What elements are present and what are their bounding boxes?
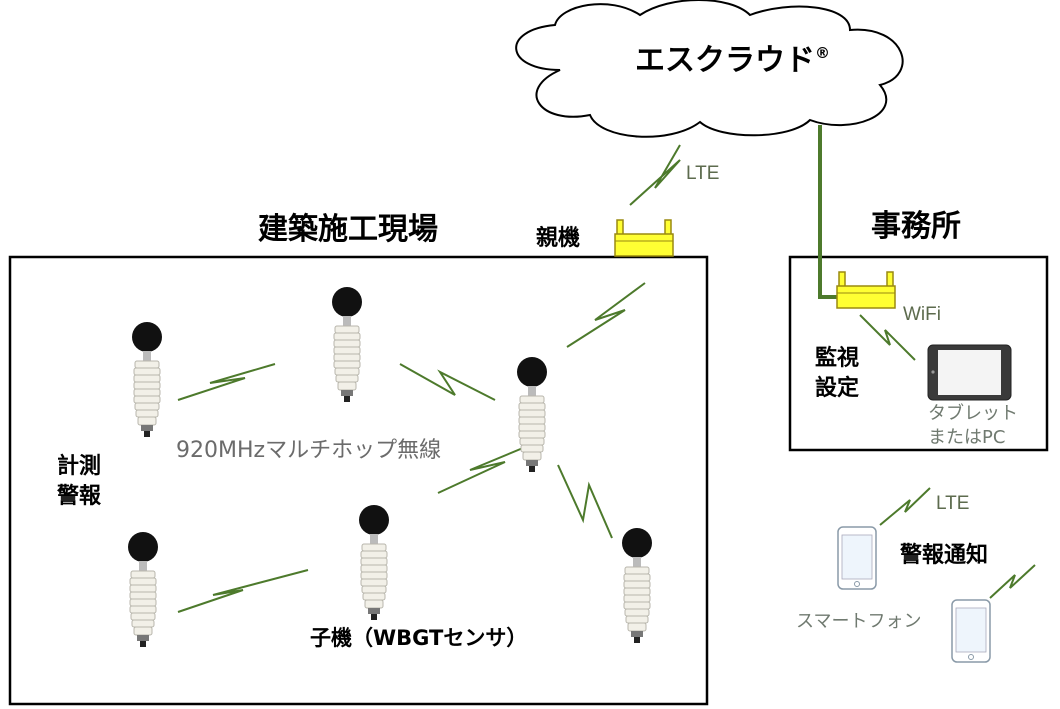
wbgt-sensor-icon <box>358 504 390 621</box>
measure-line-2: 警報 <box>57 484 102 509</box>
cloud-label: エスクラウド® <box>635 46 830 76</box>
monitor-line-1: 監視 <box>815 346 860 371</box>
wired-link <box>818 125 840 299</box>
registered-mark: ® <box>815 44 830 62</box>
link-s3-s6 <box>557 464 613 539</box>
parent-router-icon <box>614 219 674 257</box>
link-s3-s5 <box>437 442 536 494</box>
lte-label: LTE <box>686 163 720 184</box>
office-frame <box>788 255 1049 452</box>
alert-label: 警報通知 <box>900 543 989 568</box>
tablet-line-1: タブレット <box>928 403 1018 424</box>
smartphone-icon <box>837 526 877 590</box>
monitor-label: 監視 設定 <box>815 344 859 404</box>
measure-line-1: 計測 <box>57 454 102 479</box>
child-label: 子機（WBGTセンサ） <box>310 626 528 650</box>
monitor-line-2: 設定 <box>815 376 860 401</box>
office-router-icon <box>836 271 896 309</box>
link-s2-s3 <box>399 363 496 401</box>
office-title: 事務所 <box>871 209 961 244</box>
wbgt-sensor-icon <box>127 531 159 648</box>
cloud-name: エスクラウド <box>635 43 815 78</box>
measure-alert-label: 計測 警報 <box>57 452 101 512</box>
link-router-node <box>566 282 646 348</box>
wbgt-sensor-icon <box>621 527 653 644</box>
tablet-label: タブレット またはPC <box>928 402 1018 450</box>
cloud-shape <box>515 0 904 138</box>
tablet-icon <box>927 344 1012 401</box>
wbgt-sensor-icon <box>516 356 548 473</box>
site-title: 建築施工現場 <box>258 212 438 247</box>
construction-site-frame <box>8 255 709 706</box>
link-lte-cloud <box>629 144 681 206</box>
lte-phone-label: LTE <box>936 493 970 514</box>
parent-label: 親機 <box>536 226 581 251</box>
link-s1-s2 <box>177 363 276 401</box>
link-phone-phone <box>989 564 1036 599</box>
network-label: 920MHzマルチホップ無線 <box>176 438 442 463</box>
link-wifi <box>859 314 916 361</box>
wbgt-sensor-icon <box>331 286 363 403</box>
wifi-label: WiFi <box>903 304 941 325</box>
smartphone-label: スマートフォン <box>796 611 922 632</box>
link-s4-s5 <box>177 569 309 613</box>
wbgt-sensor-icon <box>131 321 163 438</box>
smartphone-icon <box>951 599 991 663</box>
wireless-links <box>177 144 1036 613</box>
link-lte-phone <box>879 487 931 526</box>
tablet-line-2: またはPC <box>928 427 1006 448</box>
